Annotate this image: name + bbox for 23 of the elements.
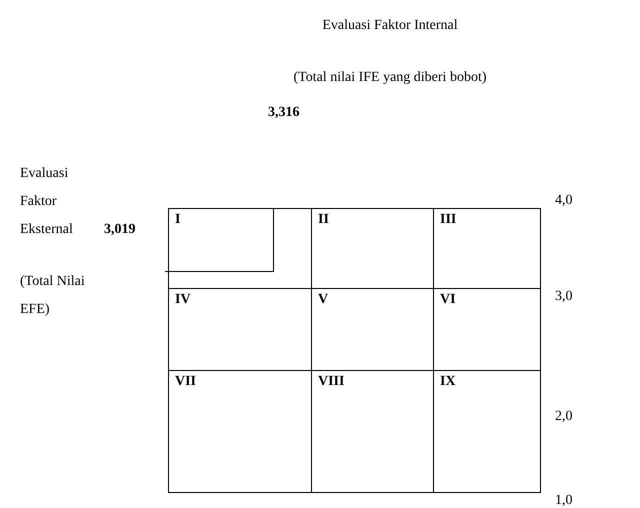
cell-label: VII	[175, 374, 196, 390]
cell-label: VI	[440, 292, 456, 308]
matrix-cell	[433, 208, 541, 289]
cell-label: IX	[440, 374, 456, 390]
cell-label: VIII	[318, 374, 344, 390]
cell-label: I	[175, 212, 180, 228]
tick-label: 2,0	[555, 408, 574, 426]
tick-label: 3,0	[555, 288, 574, 306]
tick-label: 4,0	[555, 192, 574, 210]
cell-label: III	[440, 212, 456, 228]
matrix-cell	[168, 370, 312, 493]
matrix-cell	[168, 208, 312, 289]
score-value: 3,316	[268, 104, 300, 122]
axis-title: Evaluasi Faktor Eksternal	[20, 165, 74, 239]
tick-label: 1,0	[555, 492, 574, 508]
axis-subtitle: (Total nilai IFE yang diberi bobot)	[292, 69, 488, 87]
score-value: 3,019	[104, 221, 136, 239]
axis-subtitle: (Total Nilai EFE)	[20, 273, 86, 319]
cell-label: IV	[175, 292, 191, 308]
matrix-cell	[433, 370, 541, 493]
axis-title: Evaluasi Faktor Internal	[321, 17, 459, 35]
cell-label: II	[318, 212, 329, 228]
cell-label: V	[318, 292, 328, 308]
